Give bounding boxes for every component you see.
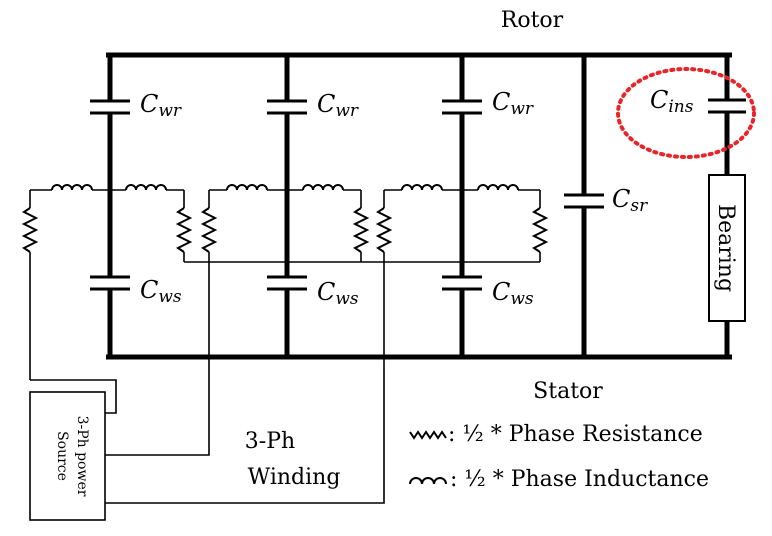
source-feed-wires [30,370,385,504]
cws-label-1: Cws [140,276,182,307]
legend-inductor-icon [409,477,447,485]
winding-label-line2: Winding [248,465,341,490]
cins-highlight-circle [616,67,756,159]
cwr-label-1: Cwr [140,90,182,121]
cins-label: Cins [650,86,694,117]
winding-column-1 [90,55,130,357]
phase-resistors [21,190,549,380]
cws-label-3: Cws [492,278,534,309]
csr-capacitor [564,55,604,357]
stator-label: Stator [533,379,603,404]
legend-resistance-text: : ½ * Phase Resistance [448,422,703,447]
phase-inductors [30,184,540,191]
power-source-box [29,391,106,521]
legend-inductance-text: : ½ * Phase Inductance [450,467,709,492]
rotor-label: Rotor [501,8,564,33]
winding-column-3 [442,55,482,357]
winding-column-2 [267,55,307,357]
cwr-label-2: Cwr [317,90,359,121]
cwr-label-3: Cwr [492,88,534,119]
legend: : ½ * Phase Resistance : ½ * Phase Induc… [409,422,709,492]
source-label-line2: Source [54,431,70,481]
bearing-label: Bearing [713,204,738,292]
csr-label: Csr [612,185,648,216]
bearing-box [708,174,746,322]
cws-label-2: Cws [317,278,359,309]
winding-label-line1: 3-Ph [245,429,295,454]
source-label-line1: 3-Ph power [74,416,90,497]
legend-resistor-icon [409,430,447,440]
